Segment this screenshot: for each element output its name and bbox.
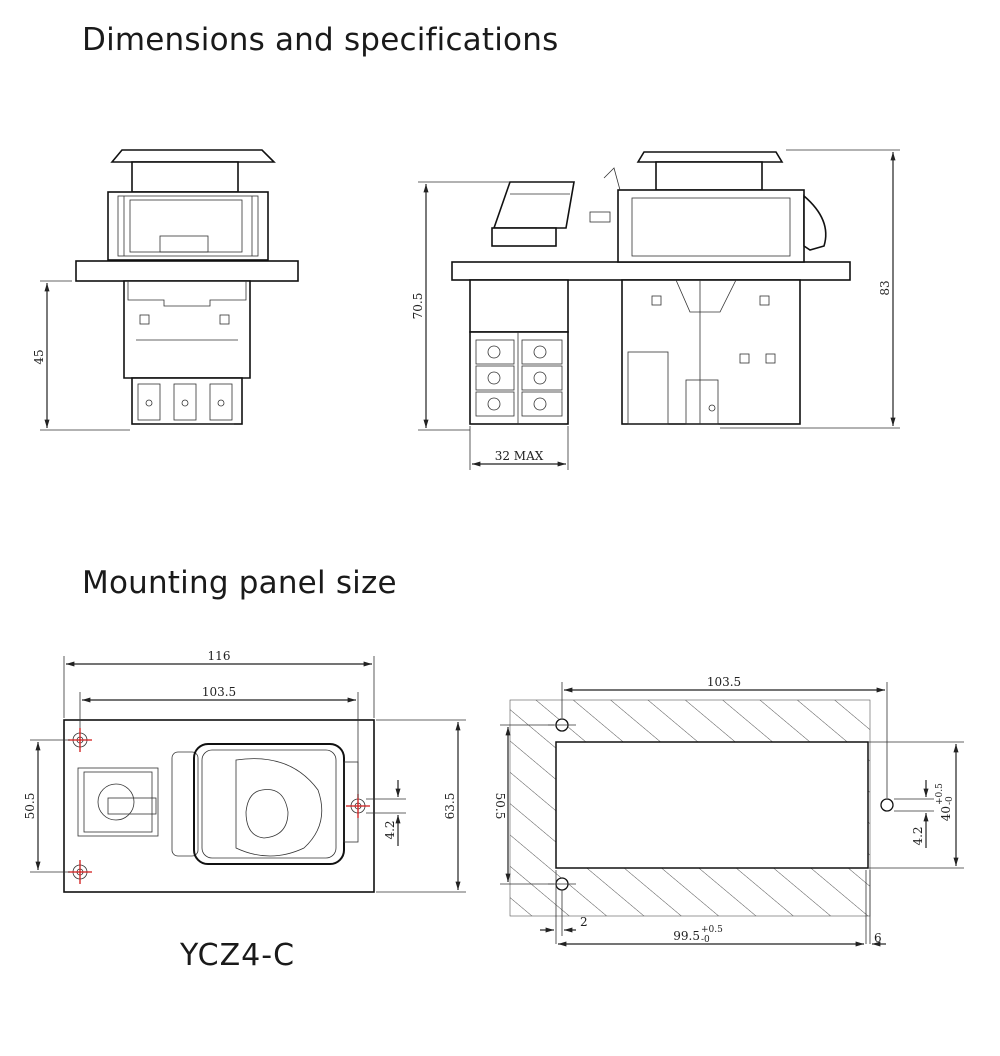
section-title-dimensions: Dimensions and specifications: [82, 22, 559, 58]
dim-plate-width: 116: [208, 649, 231, 663]
dim-total-height: 83: [878, 280, 892, 295]
mounting-plate-view: 116 103.5 50.5 63.5 4.2: [23, 649, 466, 893]
dim-cut-offset-right: 6: [874, 931, 882, 945]
side-view: 70.5 32 MAX 83: [411, 149, 900, 470]
dim-plate-hole-vertical: 50.5: [23, 793, 37, 820]
dim-cut-hole-dia: 4.2: [911, 826, 925, 845]
front-view: 45: [32, 149, 299, 431]
dim-cut-hole-vertical: 50.5: [493, 793, 507, 820]
dim-cut-inner: 99.5: [673, 929, 700, 943]
dim-side-width: 32 MAX: [495, 449, 544, 463]
dim-cut-height-tol-minus: -0: [945, 796, 955, 805]
dim-hole-pitch: 103.5: [202, 685, 236, 699]
dim-cut-offset-left: 2: [580, 915, 588, 929]
dim-plate-hole-dia: 4.2: [383, 820, 397, 839]
crosshair-hole-icon: [68, 860, 92, 884]
dim-cut-width: 103.5: [707, 675, 741, 689]
dim-front-height: 45: [32, 349, 46, 364]
panel-cutout-view: 103.5 50.5 40 +0.5 -0 4.2 2 99.5 +0.5: [493, 675, 964, 947]
dim-cut-inner-tol-plus: +0.5: [701, 925, 723, 935]
dim-cut-height-tol-plus: +0.5: [935, 783, 945, 805]
crosshair-hole-icon: [346, 794, 370, 818]
section-title-mounting: Mounting panel size: [82, 565, 397, 601]
mounting-hole: [880, 798, 894, 812]
crosshair-hole-icon: [68, 728, 92, 752]
dim-cut-inner-tol-minus: -0: [701, 935, 710, 945]
dim-cut-height: 40: [939, 806, 953, 821]
dim-plate-height: 63.5: [443, 793, 457, 820]
model-label: YCZ4-C: [180, 938, 296, 973]
dim-side-height: 70.5: [411, 293, 425, 320]
